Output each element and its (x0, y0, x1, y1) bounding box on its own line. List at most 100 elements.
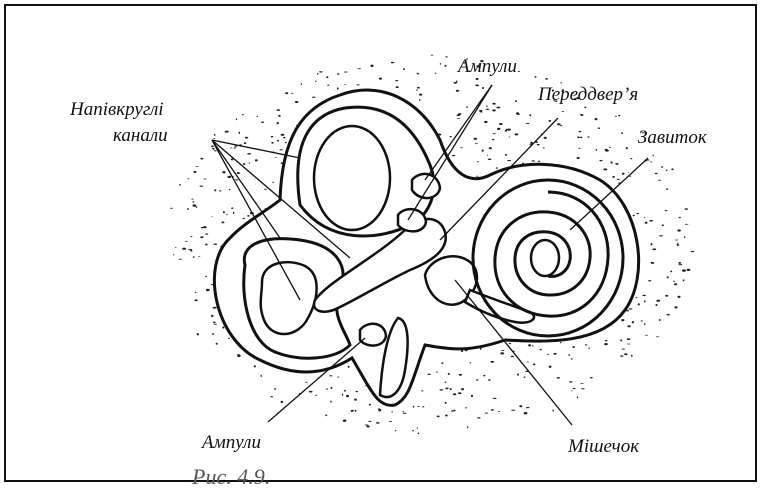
stipple-dot (573, 388, 576, 389)
stipple-dot (219, 190, 221, 191)
stipple-dot (638, 303, 640, 305)
stipple-dot (367, 426, 370, 428)
stipple-dot (191, 199, 193, 200)
stipple-dot (213, 244, 217, 245)
stipple-dot (506, 129, 507, 131)
stipple-dot (534, 76, 536, 78)
stipple-dot (479, 110, 482, 112)
stipple-dot (203, 226, 207, 228)
stipple-dot (549, 366, 552, 368)
stipple-dot (658, 180, 661, 181)
stipple-dot (507, 160, 511, 161)
stipple-dot (577, 396, 578, 398)
stipple-dot (533, 363, 536, 365)
stipple-dot (475, 143, 478, 144)
stipple-dot (449, 136, 452, 137)
stipple-dot (221, 222, 224, 224)
stipple-dot (621, 319, 624, 321)
stipple-dot (598, 128, 601, 129)
stipple-dot (440, 63, 441, 65)
stipple-dot (645, 335, 648, 336)
stipple-dot (206, 289, 210, 291)
stipple-dot (312, 97, 316, 98)
stipple-dot (445, 56, 447, 57)
stipple-dot (652, 248, 656, 250)
stipple-dot (509, 343, 511, 345)
stipple-dot (492, 139, 495, 140)
stipple-dot (245, 137, 248, 139)
stipple-dot (662, 224, 664, 226)
stipple-dot (417, 87, 420, 89)
stipple-dot (243, 163, 245, 165)
stipple-dot (205, 244, 207, 246)
stipple-dot (532, 160, 536, 161)
stipple-dot (355, 410, 357, 412)
stipple-dot (537, 144, 540, 145)
stipple-dot (498, 411, 500, 412)
stipple-dot (571, 358, 573, 359)
stipple-dot (615, 163, 618, 165)
stipple-dot (329, 375, 332, 376)
label-semicircular-canals-line2: канали (113, 125, 168, 147)
stipple-dot (578, 131, 581, 132)
stipple-dot (195, 166, 199, 167)
stipple-dot (452, 155, 456, 156)
stipple-dot (515, 133, 519, 135)
stipple-dot (470, 362, 471, 364)
stipple-dot (301, 83, 302, 85)
stipple-dot (496, 107, 500, 109)
stipple-dot (526, 407, 530, 408)
stipple-dot (244, 142, 247, 144)
stipple-dot (454, 82, 458, 84)
stipple-dot (417, 73, 419, 75)
stipple-dot (615, 116, 617, 117)
stipple-dot (228, 338, 230, 339)
stipple-dot (492, 109, 496, 111)
stipple-dot (216, 343, 218, 345)
stipple-dot (205, 276, 207, 277)
stipple-dot (661, 166, 663, 168)
stipple-dot (648, 280, 651, 281)
stipple-dot (283, 137, 285, 139)
stipple-dot (500, 352, 504, 354)
stipple-dot (239, 132, 241, 134)
stipple-dot (474, 138, 478, 140)
stipple-dot (540, 349, 542, 351)
stipple-dot (264, 189, 267, 190)
stipple-dot (568, 354, 570, 356)
stipple-dot (348, 366, 350, 368)
stipple-dot (684, 236, 685, 238)
stipple-dot (305, 382, 308, 383)
stipple-dot (419, 99, 421, 101)
stipple-dot (193, 201, 195, 202)
stipple-dot (205, 234, 208, 235)
stipple-dot (484, 121, 487, 123)
stipple-dot (196, 206, 198, 208)
stipple-dot (675, 240, 679, 241)
stipple-dot (291, 93, 294, 94)
stipple-dot (437, 416, 440, 418)
stipple-dot (255, 159, 258, 161)
stipple-dot (633, 215, 635, 217)
stipple-dot (211, 145, 214, 147)
stipple-dot (185, 241, 187, 242)
stipple-dot (519, 405, 522, 407)
stipple-dot (635, 297, 637, 298)
stipple-dot (225, 131, 229, 133)
stipple-dot (285, 142, 287, 143)
stipple-dot (677, 245, 680, 246)
stipple-dot (319, 71, 323, 72)
stipple-dot (285, 92, 288, 94)
stipple-dot (214, 189, 216, 191)
stipple-dot (622, 349, 625, 350)
label-cochlea: Завиток (638, 127, 707, 149)
label-ampullae-top: Ампули (458, 56, 517, 78)
stipple-dot (515, 100, 517, 102)
stipple-dot (645, 222, 648, 224)
stipple-dot (585, 344, 587, 345)
stipple-dot (553, 410, 554, 412)
stipple-dot (466, 107, 468, 108)
stipple-dot (458, 113, 461, 115)
stipple-dot (605, 340, 608, 341)
stipple-dot (327, 85, 329, 86)
